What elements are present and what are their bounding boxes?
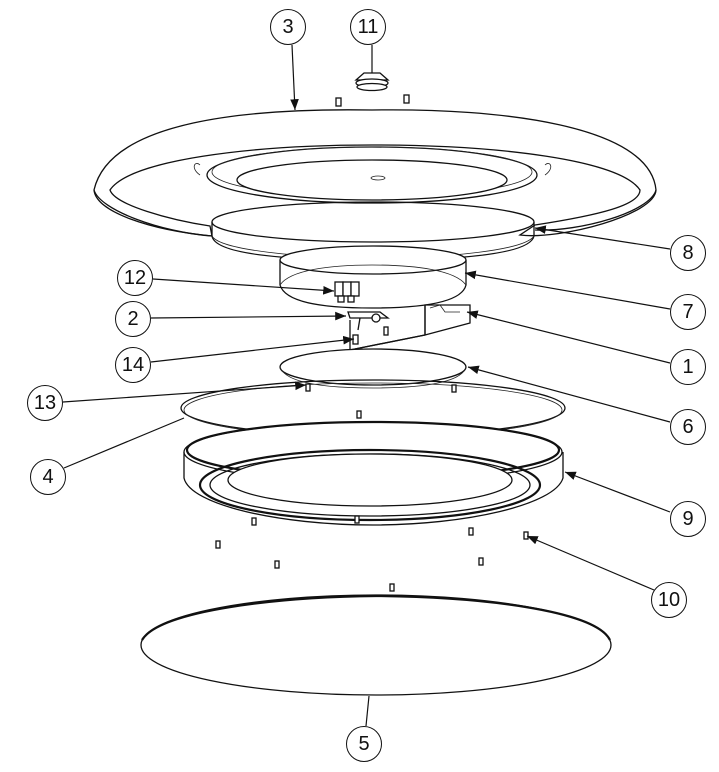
top-screws xyxy=(335,94,410,107)
part-12-terminal-block xyxy=(334,281,360,303)
callout-9: 9 xyxy=(670,501,706,537)
callout-1: 1 xyxy=(670,349,706,385)
part-3-outer-housing xyxy=(93,109,657,237)
callout-4: 4 xyxy=(30,459,66,495)
callout-7: 7 xyxy=(670,294,706,330)
leader-lines xyxy=(62,44,671,727)
callout-2: 2 xyxy=(115,301,151,337)
callout-6: 6 xyxy=(670,409,706,445)
part-11-cable-gland xyxy=(354,72,390,92)
callout-12: 12 xyxy=(117,260,153,296)
part-6-cover-plate xyxy=(279,348,467,389)
callout-11: 11 xyxy=(350,9,386,45)
callout-14: 14 xyxy=(115,347,151,383)
part-9-led-module-frame xyxy=(183,420,564,526)
callout-10: 10 xyxy=(651,582,687,618)
part-5-diffuser xyxy=(140,594,612,696)
callout-13: 13 xyxy=(27,385,63,421)
callout-5: 5 xyxy=(346,726,382,762)
callout-3: 3 xyxy=(270,9,306,45)
part-2-bracket xyxy=(347,311,390,331)
part-10-screws xyxy=(215,527,529,592)
callout-8: 8 xyxy=(670,235,706,271)
part-7-driver-housing xyxy=(279,245,467,309)
